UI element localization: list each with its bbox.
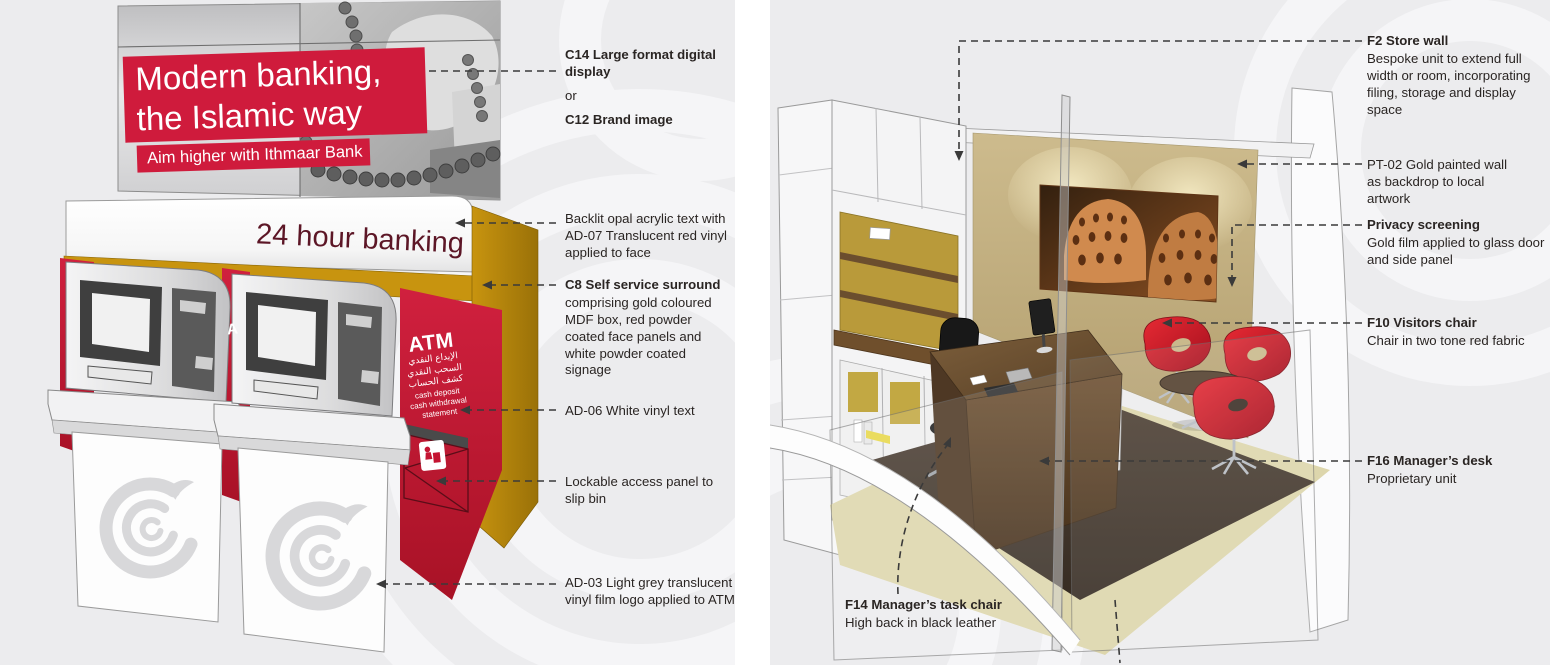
annotation-title: F2 Store wall	[1367, 33, 1449, 48]
annotation-title: F10 Visitors chair	[1367, 315, 1477, 330]
annotation-title: C12 Brand image	[565, 111, 673, 127]
annotation-body: Lockable access panel to slip bin	[565, 474, 714, 506]
desk-phone	[1005, 367, 1033, 384]
annotation-body: Bespoke unit to extend full width or roo…	[1367, 50, 1531, 117]
annotation-title: C14 Large format digital display	[565, 47, 716, 79]
yellow-accent-strip	[866, 430, 890, 444]
annotation-pt02-gold-wall: PT-02 Gold painted wall as backdrop to l…	[1367, 156, 1517, 208]
billboard-headline: Modern banking, the Islamic way	[122, 47, 428, 143]
annotation-f10-visitors-chair: F10 Visitors chair Chair in two tone red…	[1367, 315, 1527, 350]
ithmaar-swirl-logo	[99, 477, 198, 579]
annotation-body: Chair in two tone red fabric	[1367, 332, 1525, 348]
annotation-c14-c12: C14 Large format digital display or C12 …	[565, 47, 735, 129]
annotation-body: comprising gold coloured MDF box, red po…	[565, 294, 712, 378]
atm-machine-left	[47, 261, 245, 623]
annotation-lockable-panel: Lockable access panel to slip bin	[565, 473, 735, 508]
annotation-title: F16 Manager’s desk	[1367, 453, 1493, 468]
atm-card-slot	[253, 379, 319, 400]
desk-keyboard	[984, 383, 1018, 397]
headline-line-2: the Islamic way	[136, 93, 363, 138]
annotation-body: AD-03 Light grey translucent vinyl film …	[565, 575, 735, 607]
annotation-body: High back in black leather	[845, 614, 997, 630]
ithmaar-swirl-logo	[265, 501, 372, 611]
callout-leader-lines	[896, 40, 1362, 664]
lockable-access-panel	[403, 424, 469, 513]
visitors-chair-front	[1192, 376, 1275, 475]
atm-signage-partial-letter: A	[226, 320, 239, 339]
atm-screen	[258, 305, 316, 366]
annotation-c8-surround: C8 Self service surround comprising gold…	[565, 277, 735, 379]
atm-card-slot	[87, 365, 153, 385]
desk-monitor	[1028, 298, 1056, 354]
annotation-privacy-screening: Privacy screening Gold film applied to g…	[1367, 217, 1549, 269]
glass-privacy-screen	[829, 94, 1319, 661]
callout-leader-lines	[386, 70, 556, 585]
annotation-body: Proprietary unit	[1367, 470, 1457, 486]
slip-bin-icon	[418, 440, 447, 471]
managers-office-panel: F2 Store wall Bespoke unit to extend ful…	[770, 0, 1550, 665]
desk-papers	[969, 374, 988, 386]
annotation-ad03: AD-03 Light grey translucent vinyl film …	[565, 574, 735, 609]
front-floor-curve	[770, 424, 1081, 656]
annotation-backlit-text: Backlit opal acrylic text with AD-07 Tra…	[565, 210, 735, 262]
atm-illustration	[47, 0, 735, 665]
annotation-title: F14 Manager’s task chair	[845, 597, 1002, 612]
atm-signage-text: ATM الإيداع النقدي السحب النقدي كشف الحس…	[399, 328, 471, 422]
annotation-body: Backlit opal acrylic text with AD-07 Tra…	[565, 211, 727, 260]
annotation-ad06: AD-06 White vinyl text	[565, 402, 735, 420]
annotation-title: C8 Self service surround	[565, 277, 721, 292]
annotation-body: AD-06 White vinyl text	[565, 403, 695, 418]
visitor-seating	[1143, 316, 1292, 475]
annotation-f14-task-chair: F14 Manager’s task chair High back in bl…	[845, 597, 1075, 632]
annotation-f2-store-wall: F2 Store wall Bespoke unit to extend ful…	[1367, 33, 1549, 118]
annotation-body: Gold film applied to glass door and side…	[1367, 234, 1545, 267]
local-artwork	[1039, 184, 1219, 303]
managers-desk	[929, 298, 1123, 557]
callout-arrowheads	[943, 151, 1247, 466]
office-illustration	[770, 0, 1550, 665]
annotation-f16-managers-desk: F16 Manager’s desk Proprietary unit	[1367, 453, 1549, 488]
annotation-or: or	[565, 87, 577, 103]
glass-door-edge	[1051, 94, 1071, 653]
annotation-body: PT-02 Gold painted wall as backdrop to l…	[1367, 157, 1508, 206]
atm-screen	[92, 293, 150, 352]
atm-elevation-panel: Modern banking, the Islamic way Aim high…	[0, 0, 735, 665]
atm-machine-right	[213, 273, 411, 653]
annotation-title: Privacy screening	[1367, 217, 1480, 232]
atm-pedestal	[71, 431, 223, 623]
open-shelving	[839, 211, 959, 353]
